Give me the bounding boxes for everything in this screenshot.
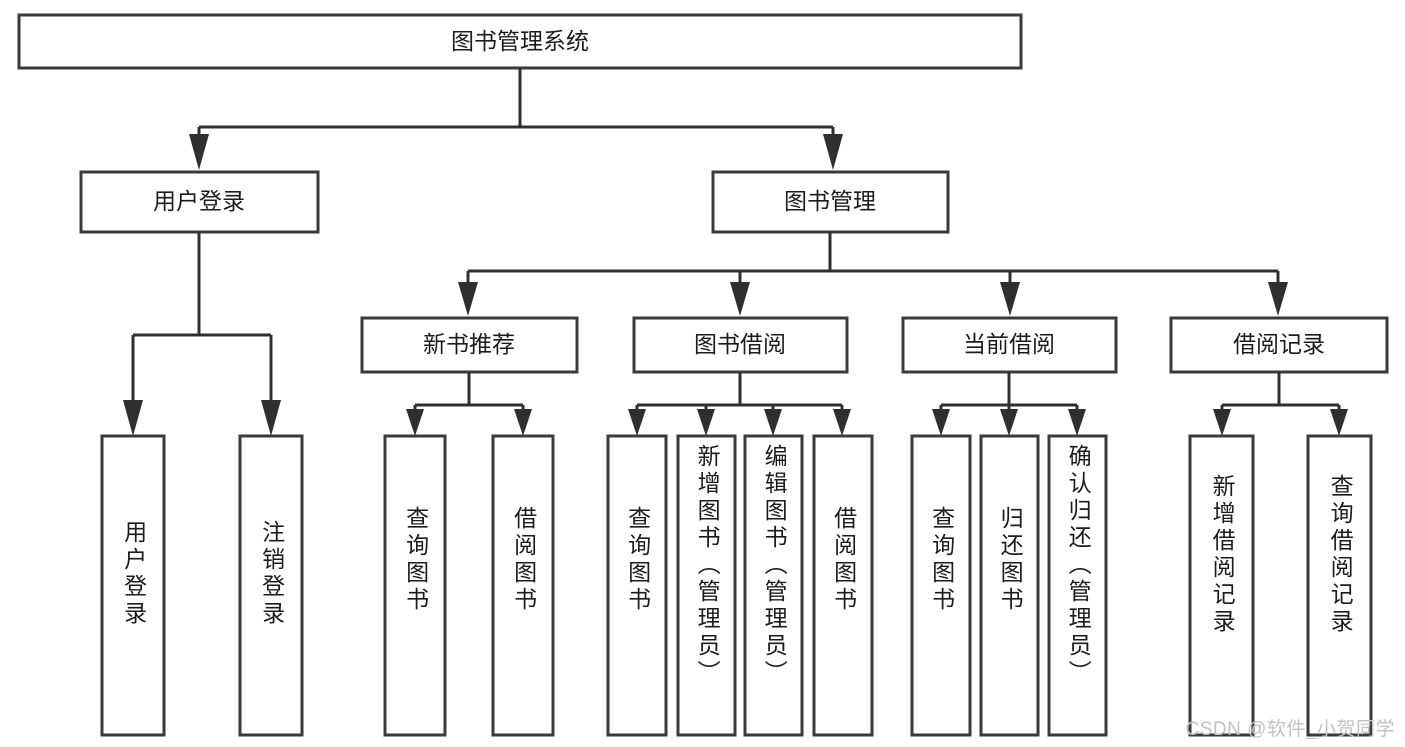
node-borrow-record[interactable]: 借阅记录: [1169, 316, 1389, 374]
node-book-borrow[interactable]: 图书借阅: [632, 316, 849, 374]
node-root-rect: [17, 13, 1023, 70]
node-new-book-recommend-label: 新书推荐: [423, 331, 515, 357]
arrow-head-icon: [406, 409, 424, 436]
node-book-management-label: 图书管理: [784, 188, 876, 214]
leaf-rect-confirm-return-admin[interactable]: [1047, 434, 1108, 737]
arrow-head-icon: [1000, 409, 1018, 436]
leaf-rect-query-borrow-record[interactable]: [1306, 434, 1373, 737]
arrow-head-icon: [730, 282, 750, 316]
arrow-head-icon: [823, 134, 843, 170]
leaf-rect-add-borrow-record[interactable]: [1188, 434, 1255, 737]
leaf-rect-add-book-admin[interactable]: [676, 434, 737, 737]
csdn-watermark: CSDN @软件_小贺同学: [1185, 719, 1395, 740]
leaf-rect-query-book-1[interactable]: [383, 434, 447, 737]
arrow-head-icon: [1068, 409, 1086, 436]
arrow-head-icon: [1000, 282, 1020, 316]
arrow-head-icon: [764, 409, 782, 436]
connector-new-book-recommend-to-leaves: [406, 372, 532, 436]
leaf-rect-query-book-2[interactable]: [606, 434, 668, 737]
arrow-head-icon: [1330, 409, 1348, 436]
node-user-login-rect: [79, 170, 320, 234]
node-book-borrow-label: 图书借阅: [694, 331, 786, 357]
leaf-rect-logout-login[interactable]: [238, 434, 304, 737]
node-new-book-recommend[interactable]: 新书推荐: [360, 316, 579, 374]
leaf-rect-query-book-3[interactable]: [910, 434, 972, 737]
connector-book-borrow-to-leaves: [628, 372, 851, 436]
node-current-borrow[interactable]: 当前借阅: [901, 316, 1118, 374]
arrow-head-icon: [1213, 409, 1231, 436]
arrow-head-icon: [123, 400, 143, 436]
leaf-rect-edit-book-admin[interactable]: [743, 434, 804, 737]
leaf-rect-return-book[interactable]: [979, 434, 1040, 737]
arrow-head-icon: [628, 409, 646, 436]
arrow-head-icon: [261, 400, 281, 436]
arrow-head-icon: [932, 409, 950, 436]
node-new-book-recommend-rect: [360, 316, 579, 374]
node-root-label: 图书管理系统: [451, 28, 589, 54]
leaf-rect-borrow-book-1[interactable]: [491, 434, 555, 737]
node-user-login[interactable]: 用户登录: [79, 170, 320, 234]
connector-borrow-record-to-leaves: [1213, 372, 1348, 436]
node-current-borrow-rect: [901, 316, 1118, 374]
arrow-head-icon: [189, 134, 209, 170]
node-root[interactable]: 图书管理系统: [17, 13, 1023, 70]
connector-user-login-to-leaves: [123, 232, 281, 436]
leaf-rect-borrow-book-2[interactable]: [812, 434, 874, 737]
connector-current-borrow-to-leaves: [932, 372, 1086, 436]
leaf-rect-user-login[interactable]: [100, 434, 166, 737]
node-borrow-record-label: 借阅记录: [1233, 331, 1325, 357]
node-book-management[interactable]: 图书管理: [711, 170, 950, 234]
arrow-head-icon: [458, 282, 478, 316]
arrow-head-icon: [514, 409, 532, 436]
node-user-login-label: 用户登录: [153, 188, 245, 214]
connector-book-management-to-level2: [458, 232, 1288, 316]
arrow-head-icon: [697, 409, 715, 436]
connector-root-to-level1: [189, 68, 843, 170]
arrow-head-icon: [833, 409, 851, 436]
arrow-head-icon: [1268, 282, 1288, 316]
node-current-borrow-label: 当前借阅: [963, 331, 1055, 357]
